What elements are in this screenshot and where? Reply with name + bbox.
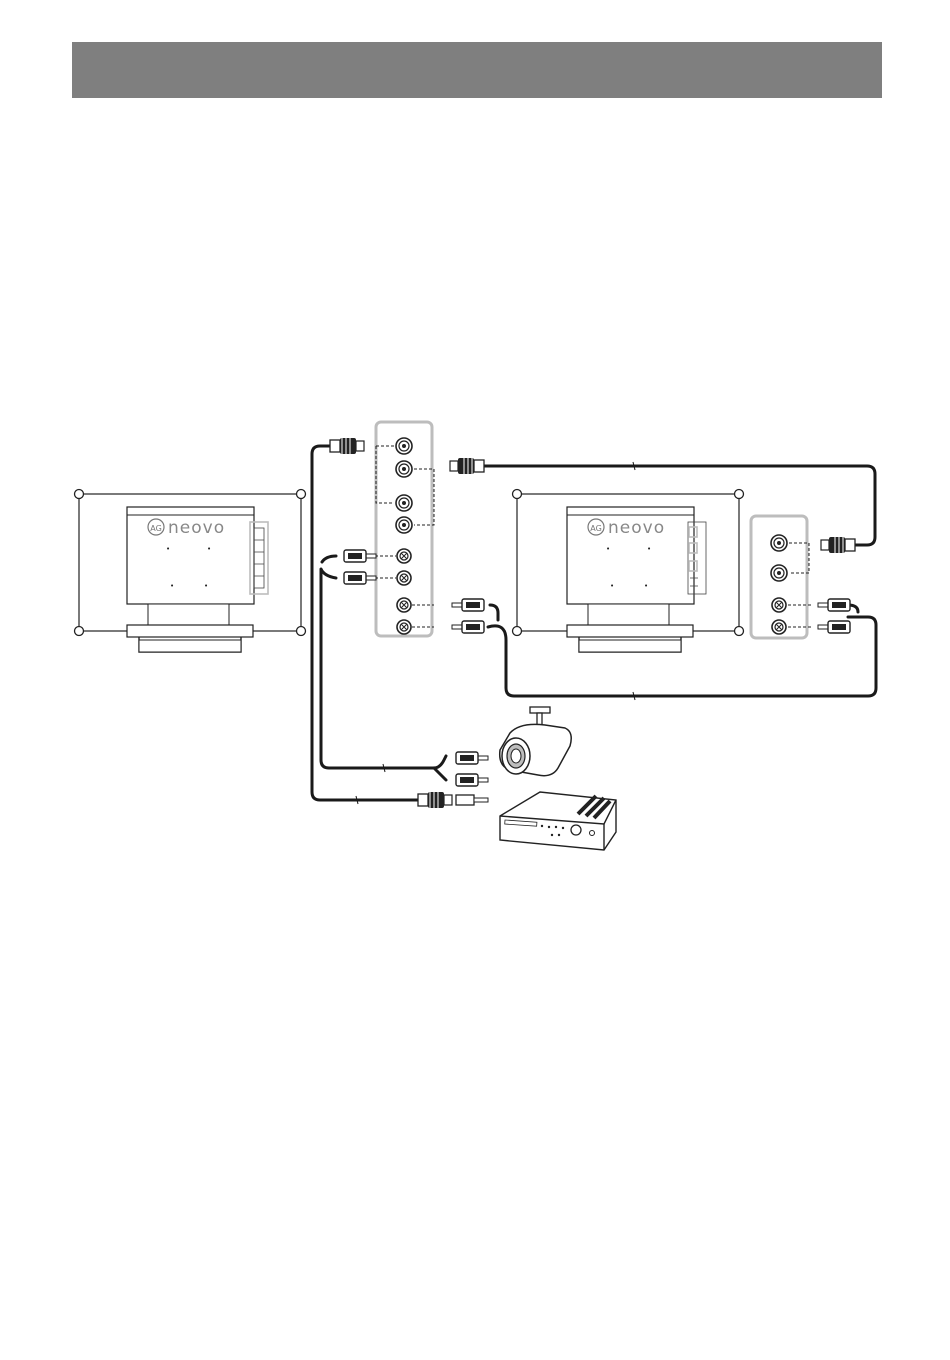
- rca-plug-camera-1: [456, 752, 488, 764]
- rca-plug-camera-2: [456, 774, 488, 786]
- bnc-port-1: [396, 438, 412, 454]
- right-bnc-port-2: [771, 565, 787, 581]
- monitor-right: AG neovo • • • •: [513, 490, 744, 653]
- rca-plug-left-in-1: [344, 550, 376, 562]
- monitor-left-badge: AG: [150, 524, 162, 533]
- svg-text:•: •: [606, 545, 610, 553]
- rca-plug-right-in-2: [818, 621, 850, 633]
- monitor-right-badge: AG: [590, 524, 602, 533]
- svg-text:•: •: [166, 545, 170, 553]
- rca-port-3: [397, 598, 411, 612]
- rca-plug-left-out-2: [452, 621, 484, 633]
- right-rca-port-1: [772, 598, 786, 612]
- right-connector-panel: [751, 516, 812, 638]
- camera-cable: [321, 569, 446, 768]
- svg-text:•: •: [207, 545, 211, 553]
- svg-text:•: •: [647, 545, 651, 553]
- monitor-left: AG neovo • • • •: [75, 490, 306, 653]
- rca-plug-right-in-1: [818, 599, 850, 611]
- monitor-left-brand: neovo: [168, 518, 225, 538]
- bnc-plug-left-top: [330, 438, 364, 454]
- rca-port-1: [397, 549, 411, 563]
- rca-link-stub: [490, 605, 498, 620]
- monitor-right-brand: neovo: [608, 518, 665, 538]
- bnc-port-2: [396, 461, 412, 477]
- right-rca-port-2: [772, 620, 786, 634]
- bnc-plug-dvr: [418, 792, 452, 808]
- svg-text:•: •: [610, 582, 614, 590]
- left-connector-panel: [370, 422, 434, 636]
- rca-plug-left-out-1: [452, 599, 484, 611]
- svg-text:•: •: [170, 582, 174, 590]
- bnc-port-4: [396, 517, 412, 533]
- dvr-recorder-icon: [500, 792, 616, 850]
- rca-port-2: [397, 571, 411, 585]
- bnc-port-3: [396, 495, 412, 511]
- svg-text:•: •: [644, 582, 648, 590]
- camera-icon: [500, 707, 572, 776]
- rca-port-4: [397, 620, 411, 634]
- bnc-plug-right-in: [821, 537, 855, 553]
- right-bnc-port-1: [771, 535, 787, 551]
- svg-text:•: •: [204, 582, 208, 590]
- bnc-plug-left-out: [450, 458, 484, 474]
- rca-plug-left-in-2: [344, 572, 376, 584]
